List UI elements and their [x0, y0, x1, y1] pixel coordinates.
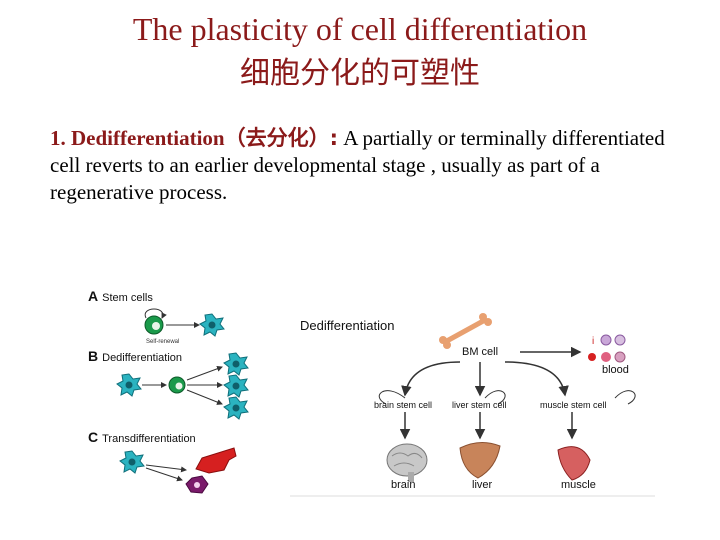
term-label-zh: （去分化）: — [224, 126, 338, 150]
bone-icon — [439, 313, 492, 349]
label-bm-cell: BM cell — [462, 346, 499, 358]
stem-cell-a — [144, 308, 167, 335]
right-figure-title: Dedifferentiation — [300, 318, 395, 333]
label-brain: brain — [391, 479, 416, 491]
label-a-letter: A — [88, 288, 99, 304]
definition-paragraph: 1. Dedifferentiation（去分化）: A partially o… — [50, 125, 680, 206]
label-muscle: muscle — [561, 479, 596, 491]
right-figure: i Dediffer — [290, 300, 660, 500]
label-self-renewal: Self-renewal — [146, 339, 180, 345]
teal-cell — [199, 313, 225, 337]
left-figure-drawing — [116, 308, 249, 494]
label-brain-stem-cell: brain stem cell — [374, 400, 433, 410]
svg-text:i: i — [592, 336, 594, 347]
label-liver: liver — [472, 479, 493, 491]
label-b-letter: B — [88, 348, 99, 364]
label-liver-stem-cell: liver stem cell — [452, 400, 507, 410]
slide-title-en: The plasticity of cell differentiation — [132, 11, 588, 47]
slide-title-zh: 细胞分化的可塑性 — [240, 56, 480, 91]
label-blood: blood — [602, 364, 629, 376]
label-c-letter: C — [88, 429, 99, 445]
term-label: 1. Dedifferentiation — [50, 126, 225, 150]
right-figure-drawing: i — [290, 313, 655, 497]
label-dedifferentiation: Dedifferentiation — [102, 352, 183, 364]
label-stem-cells: Stem cells — [102, 292, 153, 304]
definition-text: A partially or terminally differentiated… — [50, 126, 665, 204]
label-muscle-stem-cell: muscle stem cell — [540, 400, 607, 410]
blood-cells-icon: i — [588, 334, 626, 363]
muscle-icon — [557, 446, 591, 481]
red-cell — [195, 447, 237, 474]
brain-icon — [386, 443, 428, 482]
liver-icon — [459, 442, 501, 479]
label-transdifferentiation: Transdifferentiation — [102, 433, 196, 445]
